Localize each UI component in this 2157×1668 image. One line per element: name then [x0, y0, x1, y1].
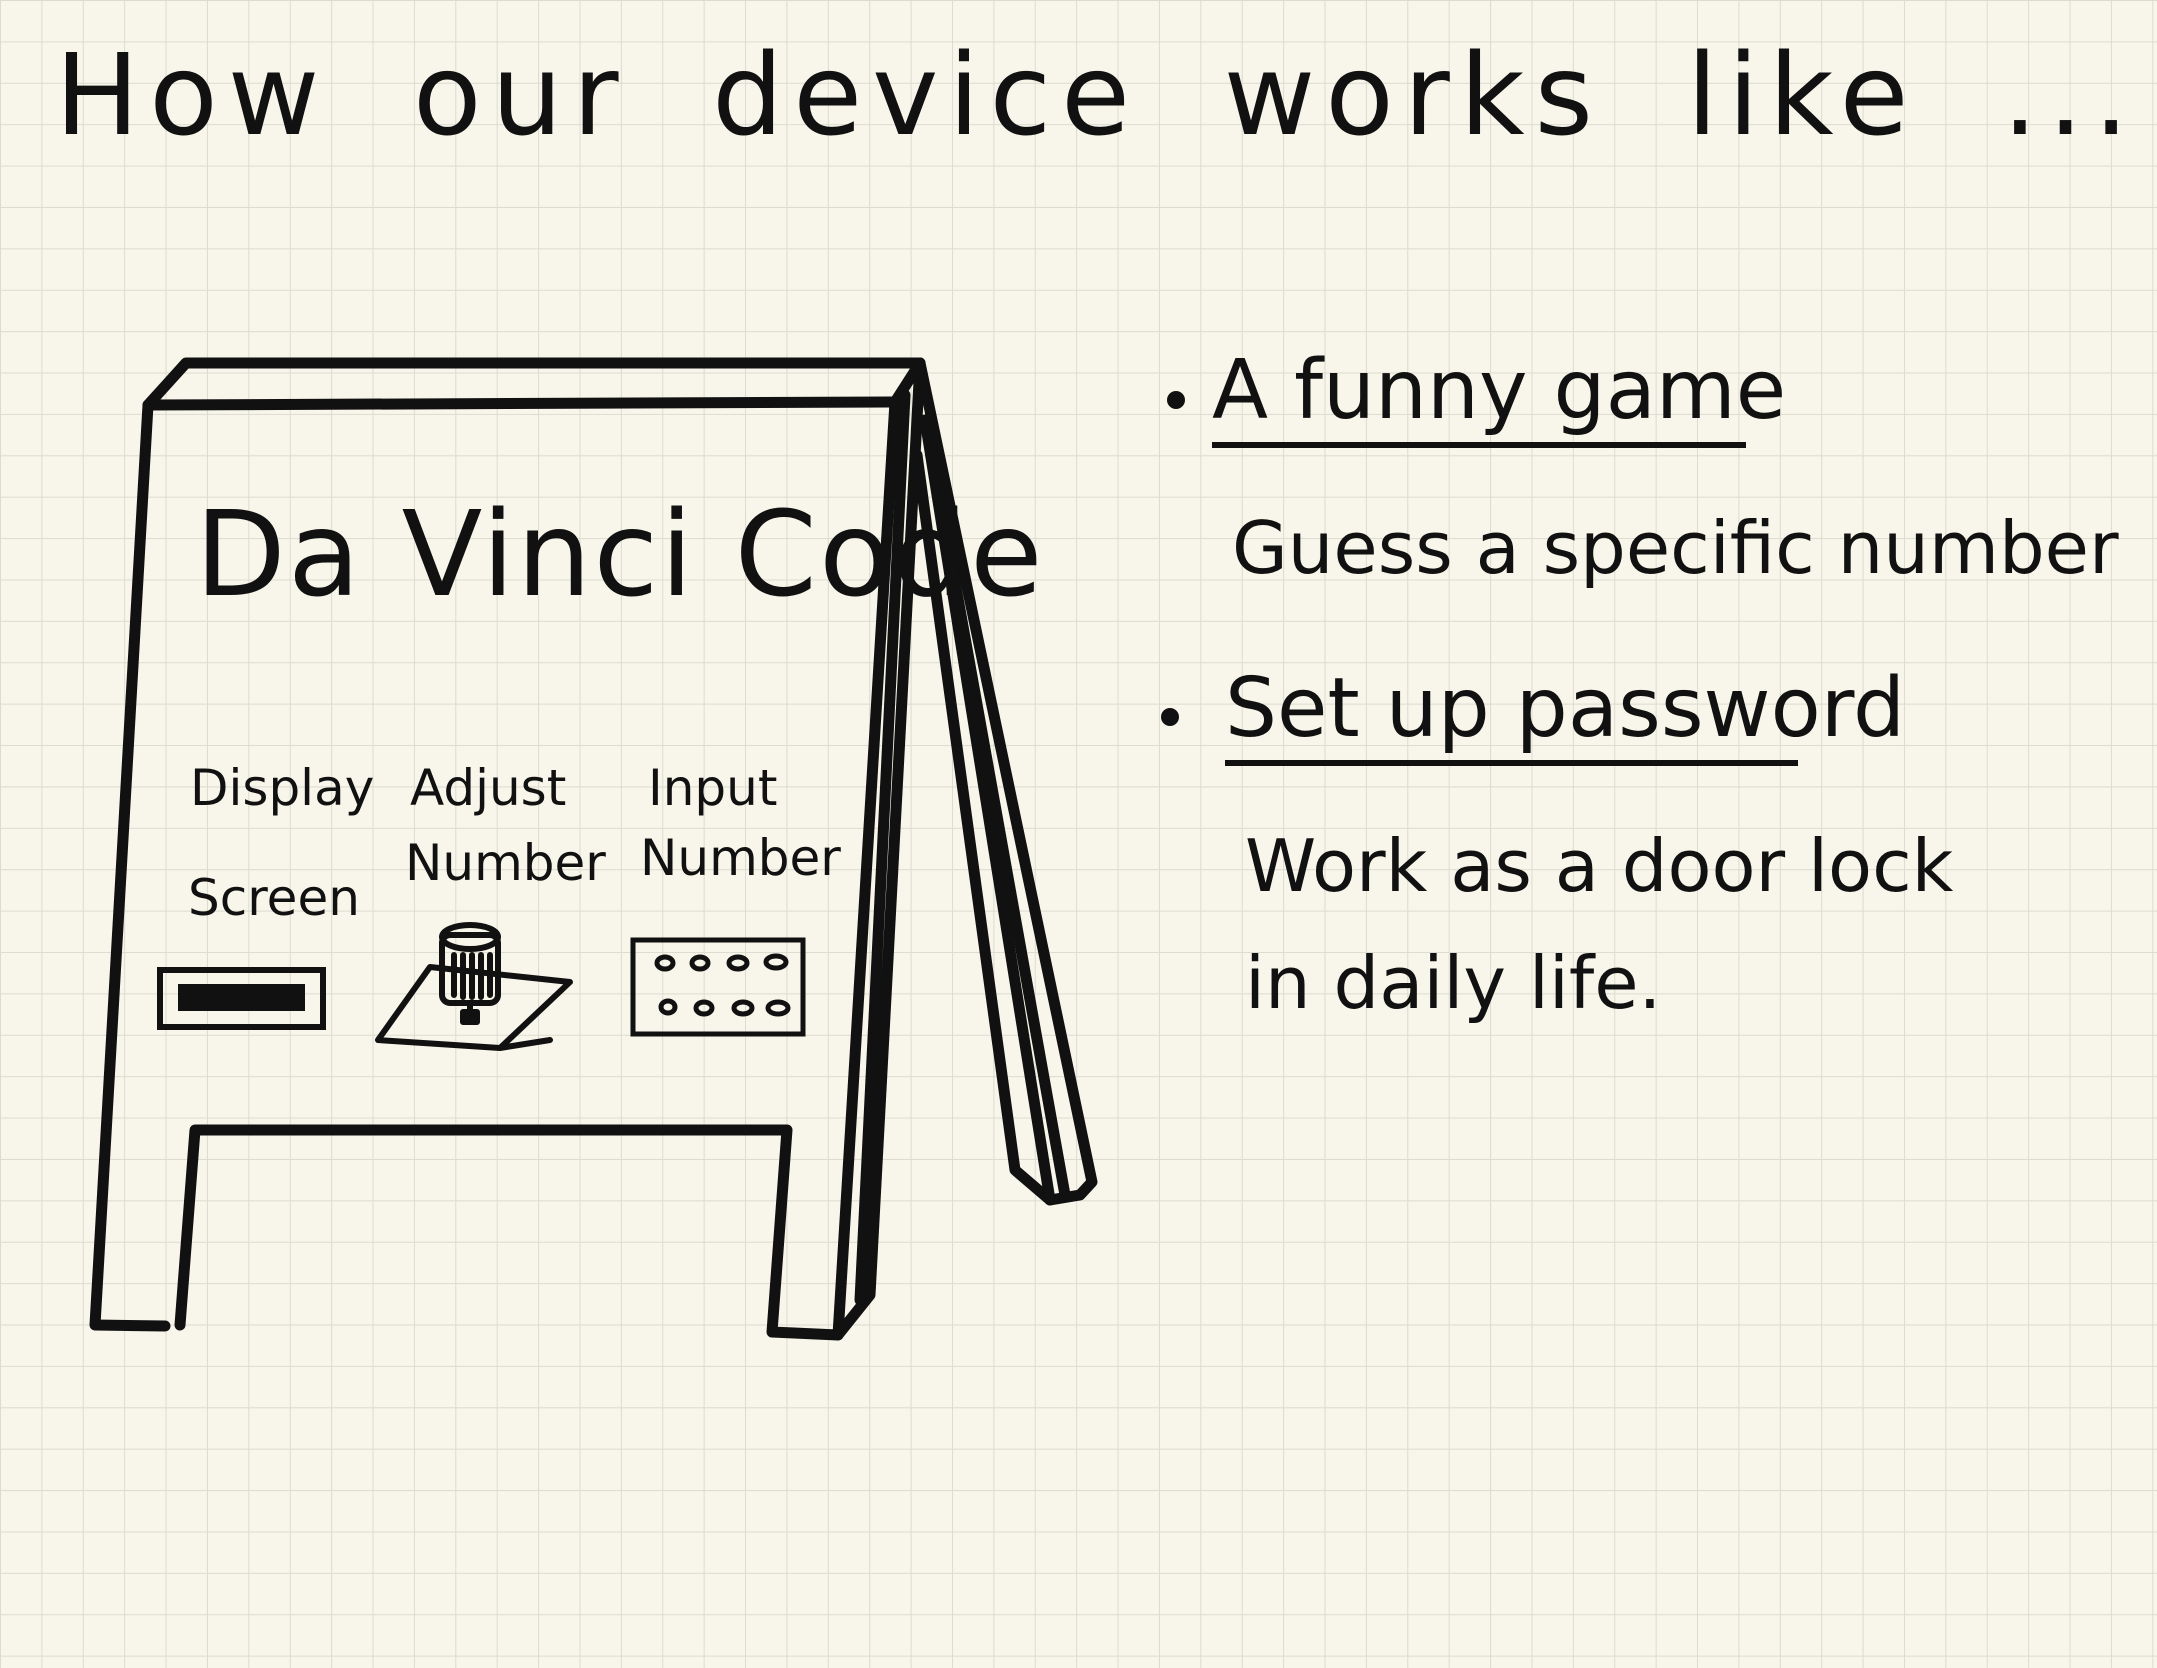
sign-front-panel: [89, 396, 901, 1341]
sign-title: Da Vinci Code: [195, 485, 1045, 623]
bullet-heading-2: Set up password: [1225, 668, 1905, 766]
bullet-description-2-line2: in daily life.: [1245, 941, 1662, 1025]
sign-front-side: [832, 357, 926, 1341]
rotary-knob-icon: [375, 922, 573, 1051]
bullet-description-2-line1: Work as a door lock: [1245, 824, 1954, 908]
input-label-line2: Number: [640, 829, 841, 887]
bullet-description-1-line1: Guess a specific number: [1232, 506, 2119, 590]
bullet-dot-2: [1161, 708, 1179, 726]
bullet-heading-1: A funny game: [1212, 350, 1786, 448]
display-label-line2: Screen: [188, 869, 360, 927]
display-screen-icon: [157, 967, 326, 1030]
input-label-line1: Input: [648, 759, 777, 817]
adjust-label-line2: Number: [405, 834, 606, 892]
adjust-label-line1: Adjust: [410, 759, 566, 817]
display-label-line1: Display: [190, 759, 374, 817]
keypad-icon: [630, 937, 806, 1037]
bullet-dot-1: [1167, 391, 1185, 409]
page-title: How our device works like ...: [55, 31, 2139, 161]
sign-top-edge: [142, 357, 926, 411]
